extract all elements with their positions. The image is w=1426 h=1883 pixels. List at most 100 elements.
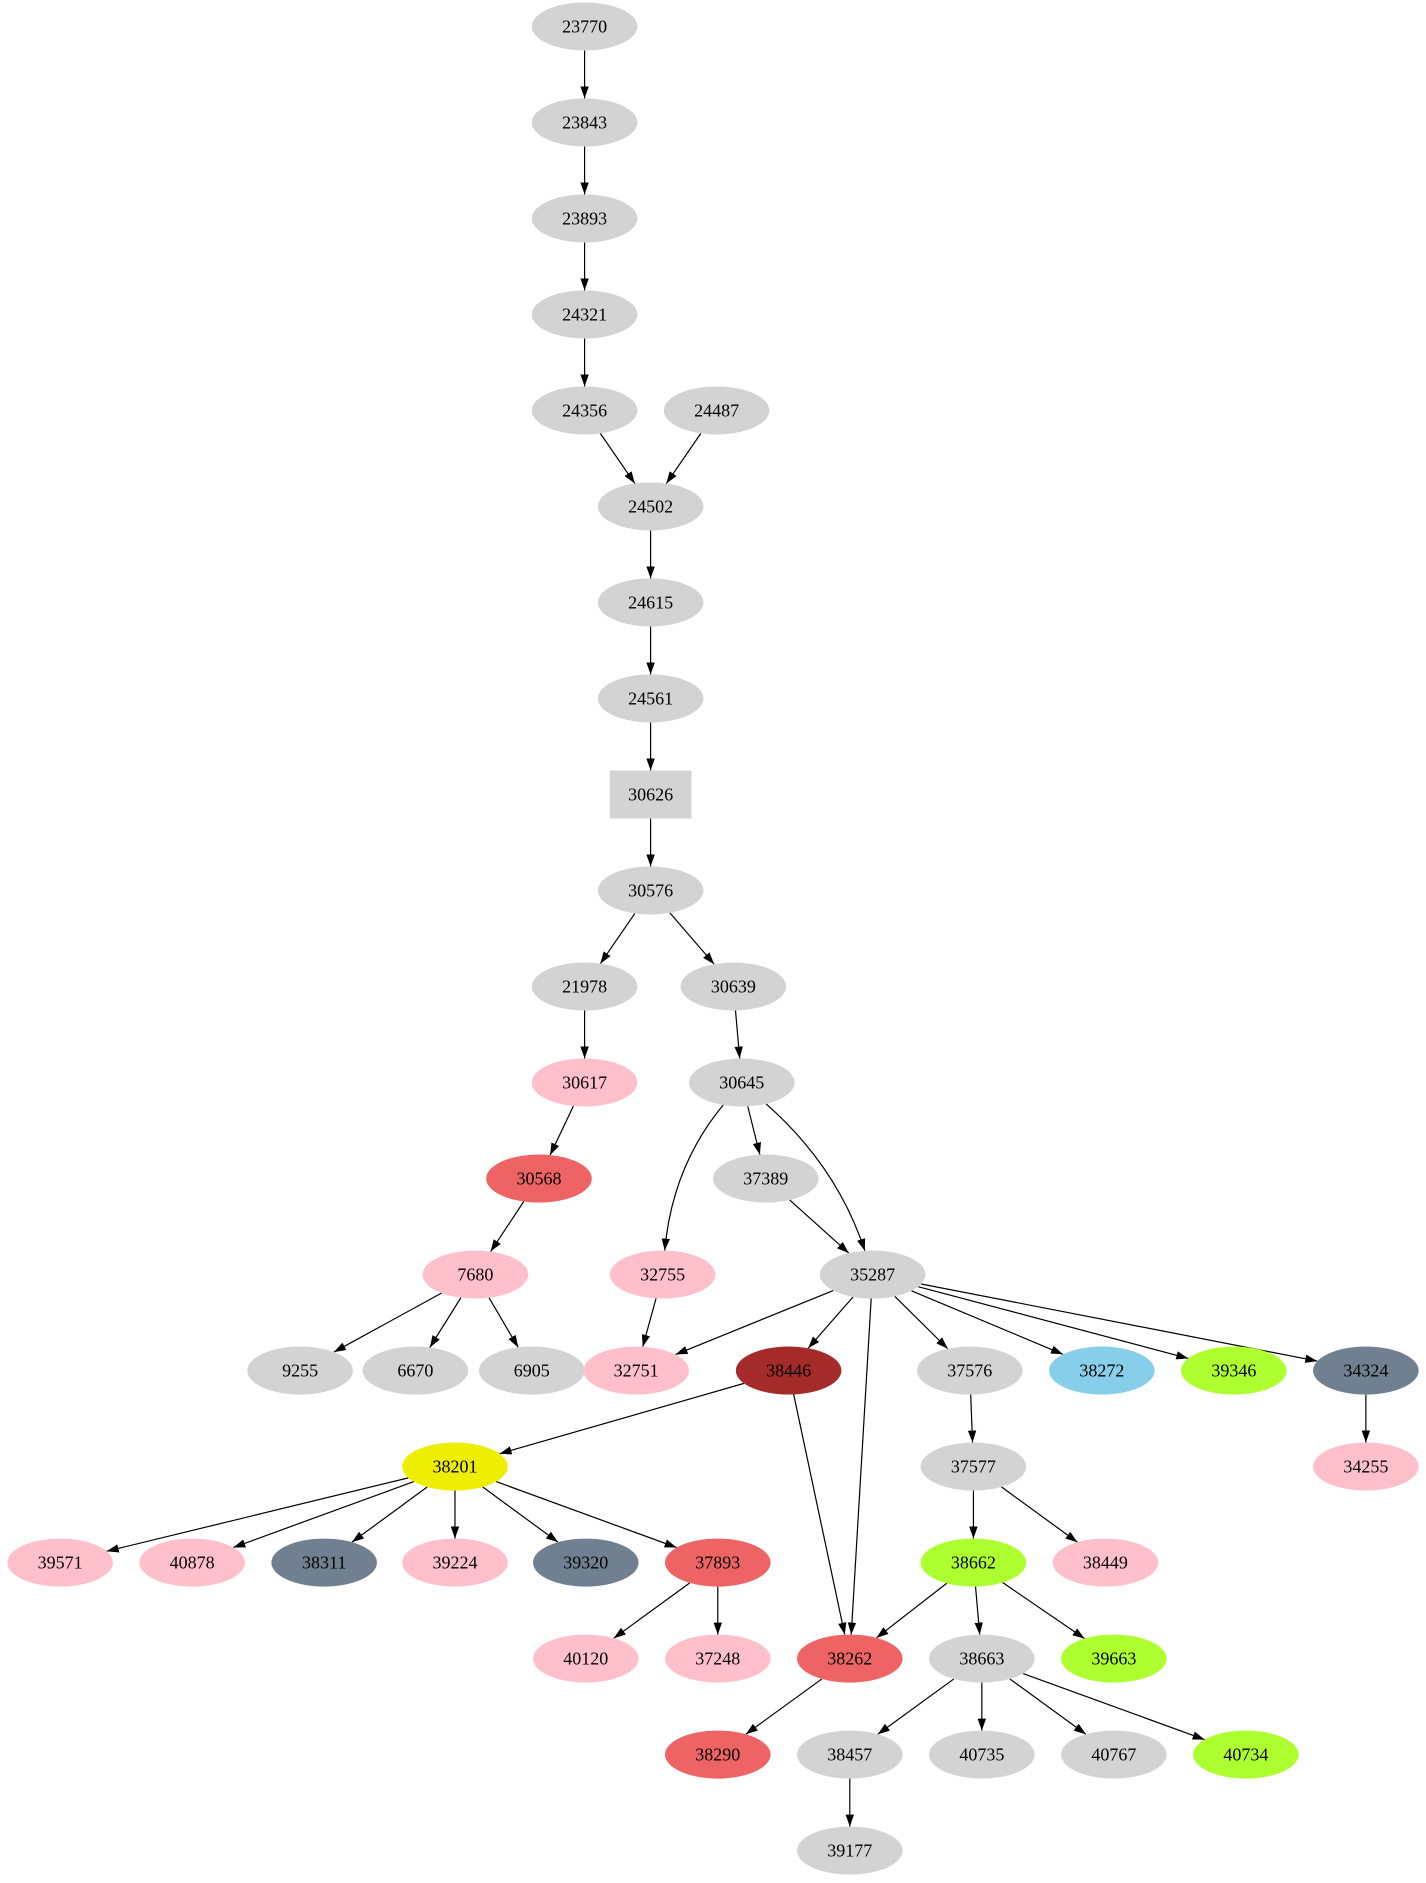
node-label: 24561 xyxy=(628,688,673,708)
node-label: 38290 xyxy=(695,1745,740,1765)
node-7680[interactable]: 7680 xyxy=(422,1250,529,1299)
node-label: 38446 xyxy=(766,1361,811,1381)
node-label: 30576 xyxy=(628,880,673,900)
node-label: 35287 xyxy=(850,1265,895,1285)
edge-35287-32751 xyxy=(675,1289,834,1356)
node-24356[interactable]: 24356 xyxy=(531,386,638,435)
node-38290[interactable]: 38290 xyxy=(664,1730,771,1779)
node-37248[interactable]: 37248 xyxy=(664,1634,771,1683)
node-38201[interactable]: 38201 xyxy=(402,1442,508,1491)
edge-38662-39663 xyxy=(1002,1582,1085,1640)
node-23770[interactable]: 23770 xyxy=(531,2,638,51)
node-shape xyxy=(920,1442,1027,1491)
node-34324[interactable]: 34324 xyxy=(1313,1346,1419,1395)
node-38457[interactable]: 38457 xyxy=(797,1730,903,1779)
node-38449[interactable]: 38449 xyxy=(1052,1538,1159,1587)
node-30626[interactable]: 30626 xyxy=(609,770,692,819)
node-24561[interactable]: 24561 xyxy=(597,674,704,723)
node-23843[interactable]: 23843 xyxy=(531,98,638,147)
node-shape xyxy=(271,1538,377,1587)
node-38311[interactable]: 38311 xyxy=(271,1538,377,1587)
node-24502[interactable]: 24502 xyxy=(597,482,704,531)
edge-30576-30639 xyxy=(669,912,715,965)
node-shape xyxy=(1313,1346,1419,1395)
node-34255[interactable]: 34255 xyxy=(1313,1442,1419,1491)
edge-35287-38262 xyxy=(847,1298,872,1635)
edge-7680-9255 xyxy=(333,1292,442,1353)
node-label: 40767 xyxy=(1091,1745,1136,1765)
node-shape xyxy=(917,1346,1023,1395)
node-shape xyxy=(609,1250,716,1299)
node-label: 39177 xyxy=(827,1841,872,1861)
edge-37893-40120 xyxy=(613,1582,691,1639)
edge-38262-38290 xyxy=(745,1678,823,1735)
node-6905[interactable]: 6905 xyxy=(478,1346,585,1395)
edge-30568-7680 xyxy=(490,1201,525,1252)
node-label: 37577 xyxy=(951,1457,996,1477)
node-39320[interactable]: 39320 xyxy=(532,1538,639,1587)
node-label: 32755 xyxy=(640,1265,685,1285)
edge-35287-38272 xyxy=(911,1290,1064,1355)
node-37577[interactable]: 37577 xyxy=(920,1442,1027,1491)
node-label: 34324 xyxy=(1343,1361,1388,1381)
node-shape xyxy=(688,1058,795,1107)
node-38446[interactable]: 38446 xyxy=(735,1346,842,1395)
node-39571[interactable]: 39571 xyxy=(7,1538,113,1587)
node-shape xyxy=(597,482,704,531)
node-24615[interactable]: 24615 xyxy=(597,578,704,627)
node-shape xyxy=(797,1634,903,1683)
node-39177[interactable]: 39177 xyxy=(797,1826,903,1875)
node-39663[interactable]: 39663 xyxy=(1061,1634,1167,1683)
node-37893[interactable]: 37893 xyxy=(664,1538,771,1587)
node-label: 7680 xyxy=(457,1265,493,1285)
node-shape xyxy=(929,1730,1035,1779)
node-38262[interactable]: 38262 xyxy=(797,1634,903,1683)
node-30617[interactable]: 30617 xyxy=(531,1058,638,1107)
node-label: 38272 xyxy=(1079,1361,1124,1381)
node-shape xyxy=(680,962,787,1011)
node-40735[interactable]: 40735 xyxy=(929,1730,1035,1779)
node-38663[interactable]: 38663 xyxy=(929,1634,1035,1683)
node-32755[interactable]: 32755 xyxy=(609,1250,716,1299)
node-shape xyxy=(402,1442,508,1491)
node-label: 23770 xyxy=(562,16,607,36)
node-30576[interactable]: 30576 xyxy=(597,866,704,915)
edge-38663-40734 xyxy=(1022,1673,1205,1741)
edge-38201-40878 xyxy=(233,1481,415,1549)
node-40734[interactable]: 40734 xyxy=(1193,1730,1299,1779)
edge-37577-38449 xyxy=(1001,1486,1078,1543)
node-6670[interactable]: 6670 xyxy=(362,1346,469,1395)
node-30645[interactable]: 30645 xyxy=(688,1058,795,1107)
edge-37389-35287 xyxy=(789,1199,850,1254)
node-label: 23843 xyxy=(562,112,607,132)
edge-38663-38457 xyxy=(877,1678,955,1735)
node-23893[interactable]: 23893 xyxy=(531,194,638,243)
node-shape xyxy=(531,962,638,1011)
node-37576[interactable]: 37576 xyxy=(917,1346,1023,1395)
node-label: 40734 xyxy=(1223,1745,1268,1765)
node-38662[interactable]: 38662 xyxy=(920,1538,1027,1587)
node-30568[interactable]: 30568 xyxy=(486,1154,592,1203)
edge-38446-38262 xyxy=(793,1394,847,1635)
node-40878[interactable]: 40878 xyxy=(139,1538,245,1587)
node-9255[interactable]: 9255 xyxy=(247,1346,353,1395)
edge-35287-39346 xyxy=(918,1286,1189,1360)
node-shape xyxy=(664,1730,771,1779)
node-shape xyxy=(1313,1442,1419,1491)
node-38272[interactable]: 38272 xyxy=(1049,1346,1155,1395)
node-35287[interactable]: 35287 xyxy=(819,1250,926,1299)
edge-30617-30568 xyxy=(549,1105,574,1156)
node-21978[interactable]: 21978 xyxy=(531,962,638,1011)
node-24321[interactable]: 24321 xyxy=(531,290,638,339)
node-30639[interactable]: 30639 xyxy=(680,962,787,1011)
node-32751[interactable]: 32751 xyxy=(583,1346,689,1395)
node-39224[interactable]: 39224 xyxy=(402,1538,508,1587)
node-37389[interactable]: 37389 xyxy=(713,1154,819,1203)
node-label: 6905 xyxy=(514,1361,550,1381)
node-39346[interactable]: 39346 xyxy=(1181,1346,1287,1395)
edge-38446-38201 xyxy=(499,1382,745,1455)
node-shape xyxy=(609,770,692,819)
node-24487[interactable]: 24487 xyxy=(663,386,770,435)
node-40120[interactable]: 40120 xyxy=(532,1634,639,1683)
node-40767[interactable]: 40767 xyxy=(1061,1730,1167,1779)
